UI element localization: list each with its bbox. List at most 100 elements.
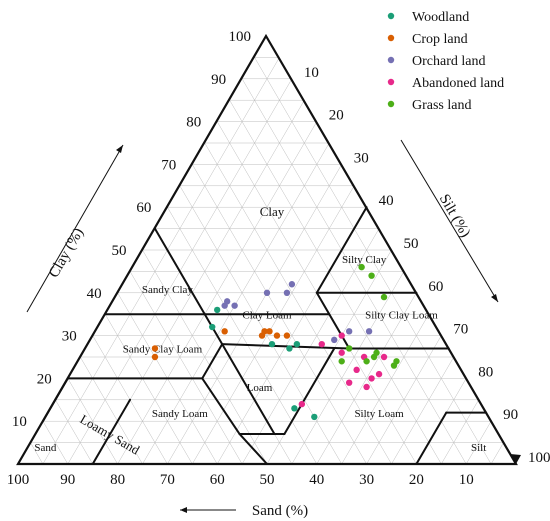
region-label-clay: Clay xyxy=(260,204,285,219)
region-label-silt: Silt xyxy=(471,442,486,454)
clay-tick-label: 100 xyxy=(229,29,252,45)
sand-tick-label: 80 xyxy=(110,472,125,488)
grid-line-silt-95 xyxy=(490,442,504,465)
point-abandoned-land xyxy=(338,349,345,356)
point-abandoned-land xyxy=(380,353,388,361)
grid-line-silt-90 xyxy=(465,421,492,465)
sand-tick-label: 70 xyxy=(160,472,175,488)
sand-axis-label: Sand (%) xyxy=(252,503,308,519)
data-points xyxy=(151,263,400,421)
point-grass-land xyxy=(338,358,345,365)
triangle-frame xyxy=(16,33,518,466)
point-grass-land xyxy=(373,349,380,356)
silt-tick-label: 30 xyxy=(354,150,369,166)
ternary-grid xyxy=(30,57,504,465)
point-grass-land xyxy=(363,358,370,365)
sand-axis-title: Sand (%) xyxy=(180,503,308,519)
grid-line-silt-35 xyxy=(192,185,355,465)
region-label-silty-loam: Silty Loam xyxy=(354,408,404,420)
legend-label: Orchard land xyxy=(412,54,485,69)
region-label-sandy-clay: Sandy Clay xyxy=(142,284,194,296)
clay-tick-label: 90 xyxy=(211,72,226,88)
point-woodland xyxy=(268,340,276,348)
legend-label: Abandoned land xyxy=(412,76,504,91)
point-orchard-land xyxy=(345,328,353,335)
clay-axis-arrowhead xyxy=(116,145,123,153)
grid-line-sand-15 xyxy=(229,100,442,465)
clay-tick-label: 60 xyxy=(136,200,151,216)
point-orchard-land xyxy=(365,328,373,335)
point-grass-land xyxy=(358,263,365,271)
point-abandoned-land xyxy=(318,340,325,348)
point-grass-land xyxy=(380,293,388,301)
point-crop-land xyxy=(283,332,291,339)
boundary-line-5 xyxy=(315,291,351,350)
legend-label: Woodland xyxy=(412,10,469,25)
silt-axis-title: Silt (%) xyxy=(400,139,499,303)
point-crop-land xyxy=(261,328,268,335)
region-label-clay-loam: Clay Loam xyxy=(242,309,292,321)
sand-tick-label: 40 xyxy=(309,472,324,488)
legend-marker xyxy=(387,100,395,108)
point-abandoned-land xyxy=(345,379,353,386)
point-woodland xyxy=(291,405,298,412)
grid-line-silt-70 xyxy=(366,335,442,465)
region-label-sandy-clay-loam: Sandy Clay Loam xyxy=(123,344,203,356)
point-abandoned-land xyxy=(363,383,370,391)
boundary-line-15 xyxy=(201,377,241,436)
axis-ticks: 1020304050607080901001020304050607080901… xyxy=(7,29,550,488)
sand-tick-label: 100 xyxy=(7,472,30,488)
boundary-line-16 xyxy=(91,398,132,465)
point-orchard-land xyxy=(331,336,338,344)
silt-axis-arrowhead xyxy=(491,294,498,302)
point-abandoned-land xyxy=(298,400,306,408)
sand-tick-label: 20 xyxy=(409,472,424,488)
grid-line-sand-35 xyxy=(179,185,342,465)
silt-axis-label: Silt (%) xyxy=(436,192,473,241)
point-crop-land xyxy=(273,332,281,339)
point-grass-land xyxy=(368,272,375,279)
point-abandoned-land xyxy=(368,375,375,382)
clay-axis-label: Clay (%) xyxy=(46,225,87,280)
sand-tick-label: 50 xyxy=(260,472,275,488)
sand-tick-label: 60 xyxy=(210,472,225,488)
point-abandoned-land xyxy=(338,332,345,339)
grid-line-silt-55 xyxy=(291,271,405,465)
region-label-silty-clay-loam: Silty Clay Loam xyxy=(365,309,438,321)
point-crop-land xyxy=(151,345,159,352)
grid-line-sand-55 xyxy=(129,271,243,465)
silt-tick-label: 90 xyxy=(503,407,518,423)
grid-line-sand-95 xyxy=(30,442,44,465)
point-abandoned-land xyxy=(353,366,360,374)
silt-tick-label: 100 xyxy=(528,450,550,466)
clay-tick-label: 70 xyxy=(161,157,176,173)
silt-axis-arrow xyxy=(400,139,499,303)
corner-arrowhead xyxy=(510,454,521,464)
grid-line-silt-75 xyxy=(391,356,454,465)
grid-line-silt-5 xyxy=(42,57,280,465)
silt-tick-label: 70 xyxy=(453,322,468,338)
point-woodland xyxy=(209,323,216,331)
boundary-line-4 xyxy=(315,206,368,294)
point-orchard-land xyxy=(283,289,291,296)
silt-tick-label: 20 xyxy=(329,108,344,124)
boundary-line-19 xyxy=(415,411,448,465)
clay-tick-label: 30 xyxy=(62,329,77,345)
point-orchard-land xyxy=(223,298,231,305)
sand-axis-arrowhead xyxy=(180,507,187,513)
legend-marker xyxy=(387,78,395,86)
point-woodland xyxy=(214,306,221,314)
grid-line-sand-90 xyxy=(42,421,69,465)
grid-line-silt-65 xyxy=(341,314,430,465)
grid-line-sand-75 xyxy=(80,356,143,465)
silt-tick-label: 50 xyxy=(404,236,419,252)
region-label-loam: Loam xyxy=(247,382,273,394)
grid-line-sand-50 xyxy=(142,249,268,465)
boundary-line-10 xyxy=(201,343,224,380)
point-woodland xyxy=(293,340,301,348)
point-crop-land xyxy=(221,328,228,335)
clay-axis-arrow xyxy=(26,144,124,313)
